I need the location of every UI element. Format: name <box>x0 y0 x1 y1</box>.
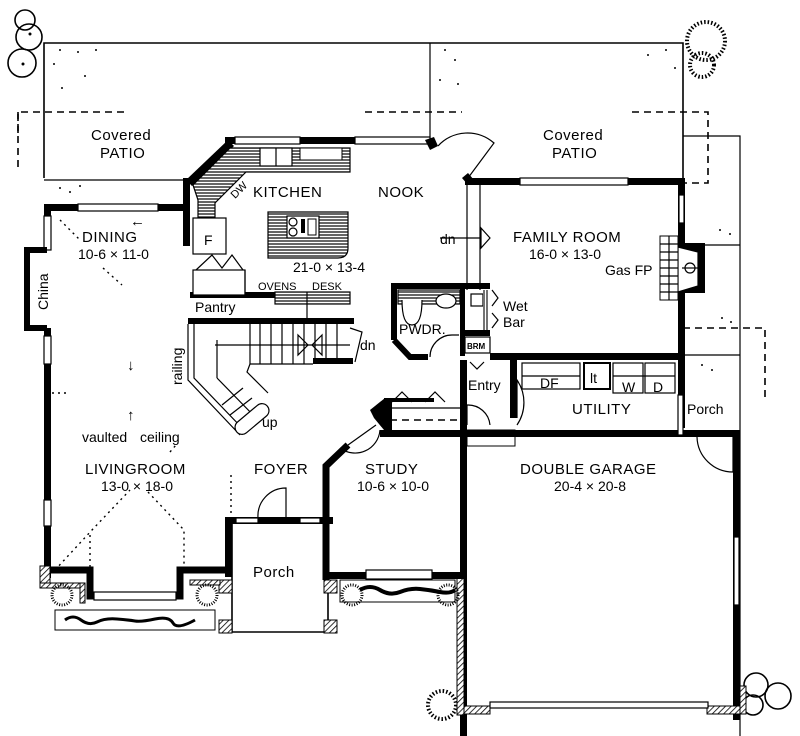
shrubs <box>50 583 460 607</box>
kitchen-label: KITCHEN <box>253 184 322 201</box>
ceiling-label: ceiling <box>140 429 180 445</box>
powder-wetbar: PWDR. BRM Wet Bar <box>397 289 528 370</box>
dryer-label: D <box>653 379 663 395</box>
broom-closet-label: BRM <box>467 342 486 351</box>
powder-room-label: PWDR. <box>399 321 446 337</box>
front-porch-label: Porch <box>253 564 295 581</box>
utility-label: UTILITY <box>572 401 631 418</box>
desk-label: DESK <box>312 281 343 293</box>
china-label: China <box>35 273 51 310</box>
living-room-size: 13-0 × 18-0 <box>101 478 173 494</box>
ovens-label: OVENS <box>258 281 297 293</box>
foyer-label: FOYER <box>254 461 308 478</box>
dining-size: 10-6 × 11-0 <box>78 246 149 262</box>
utility-appliances: DF lt W D <box>521 362 676 395</box>
staircase: dn up railing <box>169 318 376 436</box>
study-size: 10-6 × 10-0 <box>357 478 429 494</box>
family-room-size: 16-0 × 13-0 <box>529 246 601 262</box>
wet-bar-label-1: Wet <box>503 298 528 314</box>
fridge: F <box>192 217 227 255</box>
covered-patio-right-label-2: PATIO <box>552 145 597 162</box>
living-room-label: LIVINGROOM <box>85 461 186 478</box>
covered-patio-left-label: Covered <box>91 127 151 144</box>
doors <box>257 132 734 519</box>
washer-label: W <box>622 379 636 395</box>
tree-top-right <box>685 20 727 79</box>
pantry-ovens-desk: OVENS DESK Pantry <box>190 254 351 318</box>
room-labels: Covered PATIO Covered PATIO KITCHEN 21-0… <box>35 127 724 581</box>
arrow-down-icon: ↓ <box>127 357 135 374</box>
wet-bar-label-2: Bar <box>503 314 525 330</box>
nook-label: NOOK <box>378 184 424 201</box>
stairs-up-label: up <box>262 414 278 430</box>
family-room-label: FAMILY ROOM <box>513 229 621 246</box>
covered-patio-right-label: Covered <box>543 127 603 144</box>
covered-patio-left-label-2: PATIO <box>100 145 145 162</box>
kitchen-island <box>267 211 349 259</box>
fridge-label: F <box>204 232 213 248</box>
entry-label: Entry <box>468 377 501 393</box>
kitchen-size: 21-0 × 13-4 <box>293 259 365 275</box>
railing-label: railing <box>169 348 185 385</box>
laundry-tub-label: lt <box>590 370 597 386</box>
tree-cluster-bottom-right <box>742 672 792 716</box>
deep-freeze-label: DF <box>540 375 559 391</box>
tree-cluster-top-left <box>7 9 43 78</box>
study-label: STUDY <box>365 461 418 478</box>
dining-label: DINING <box>82 229 138 246</box>
tree-bottom-center <box>426 689 458 721</box>
walls <box>24 136 747 736</box>
covered-patio-outline <box>17 42 709 193</box>
arrow-up-icon: ↑ <box>127 407 135 424</box>
kitchen-counters: F DW <box>192 147 351 259</box>
side-porch-label: Porch <box>687 401 724 417</box>
pantry-label: Pantry <box>195 299 235 315</box>
arrow-left-icon: ← <box>130 213 146 230</box>
gas-fireplace-label: Gas FP <box>605 262 652 278</box>
family-down-label: dn <box>440 231 456 247</box>
stairs-down-label: dn <box>360 337 376 353</box>
double-garage-label: DOUBLE GARAGE <box>520 461 657 478</box>
double-garage-size: 20-4 × 20-8 <box>554 478 626 494</box>
vaulted-label: vaulted <box>82 429 127 445</box>
